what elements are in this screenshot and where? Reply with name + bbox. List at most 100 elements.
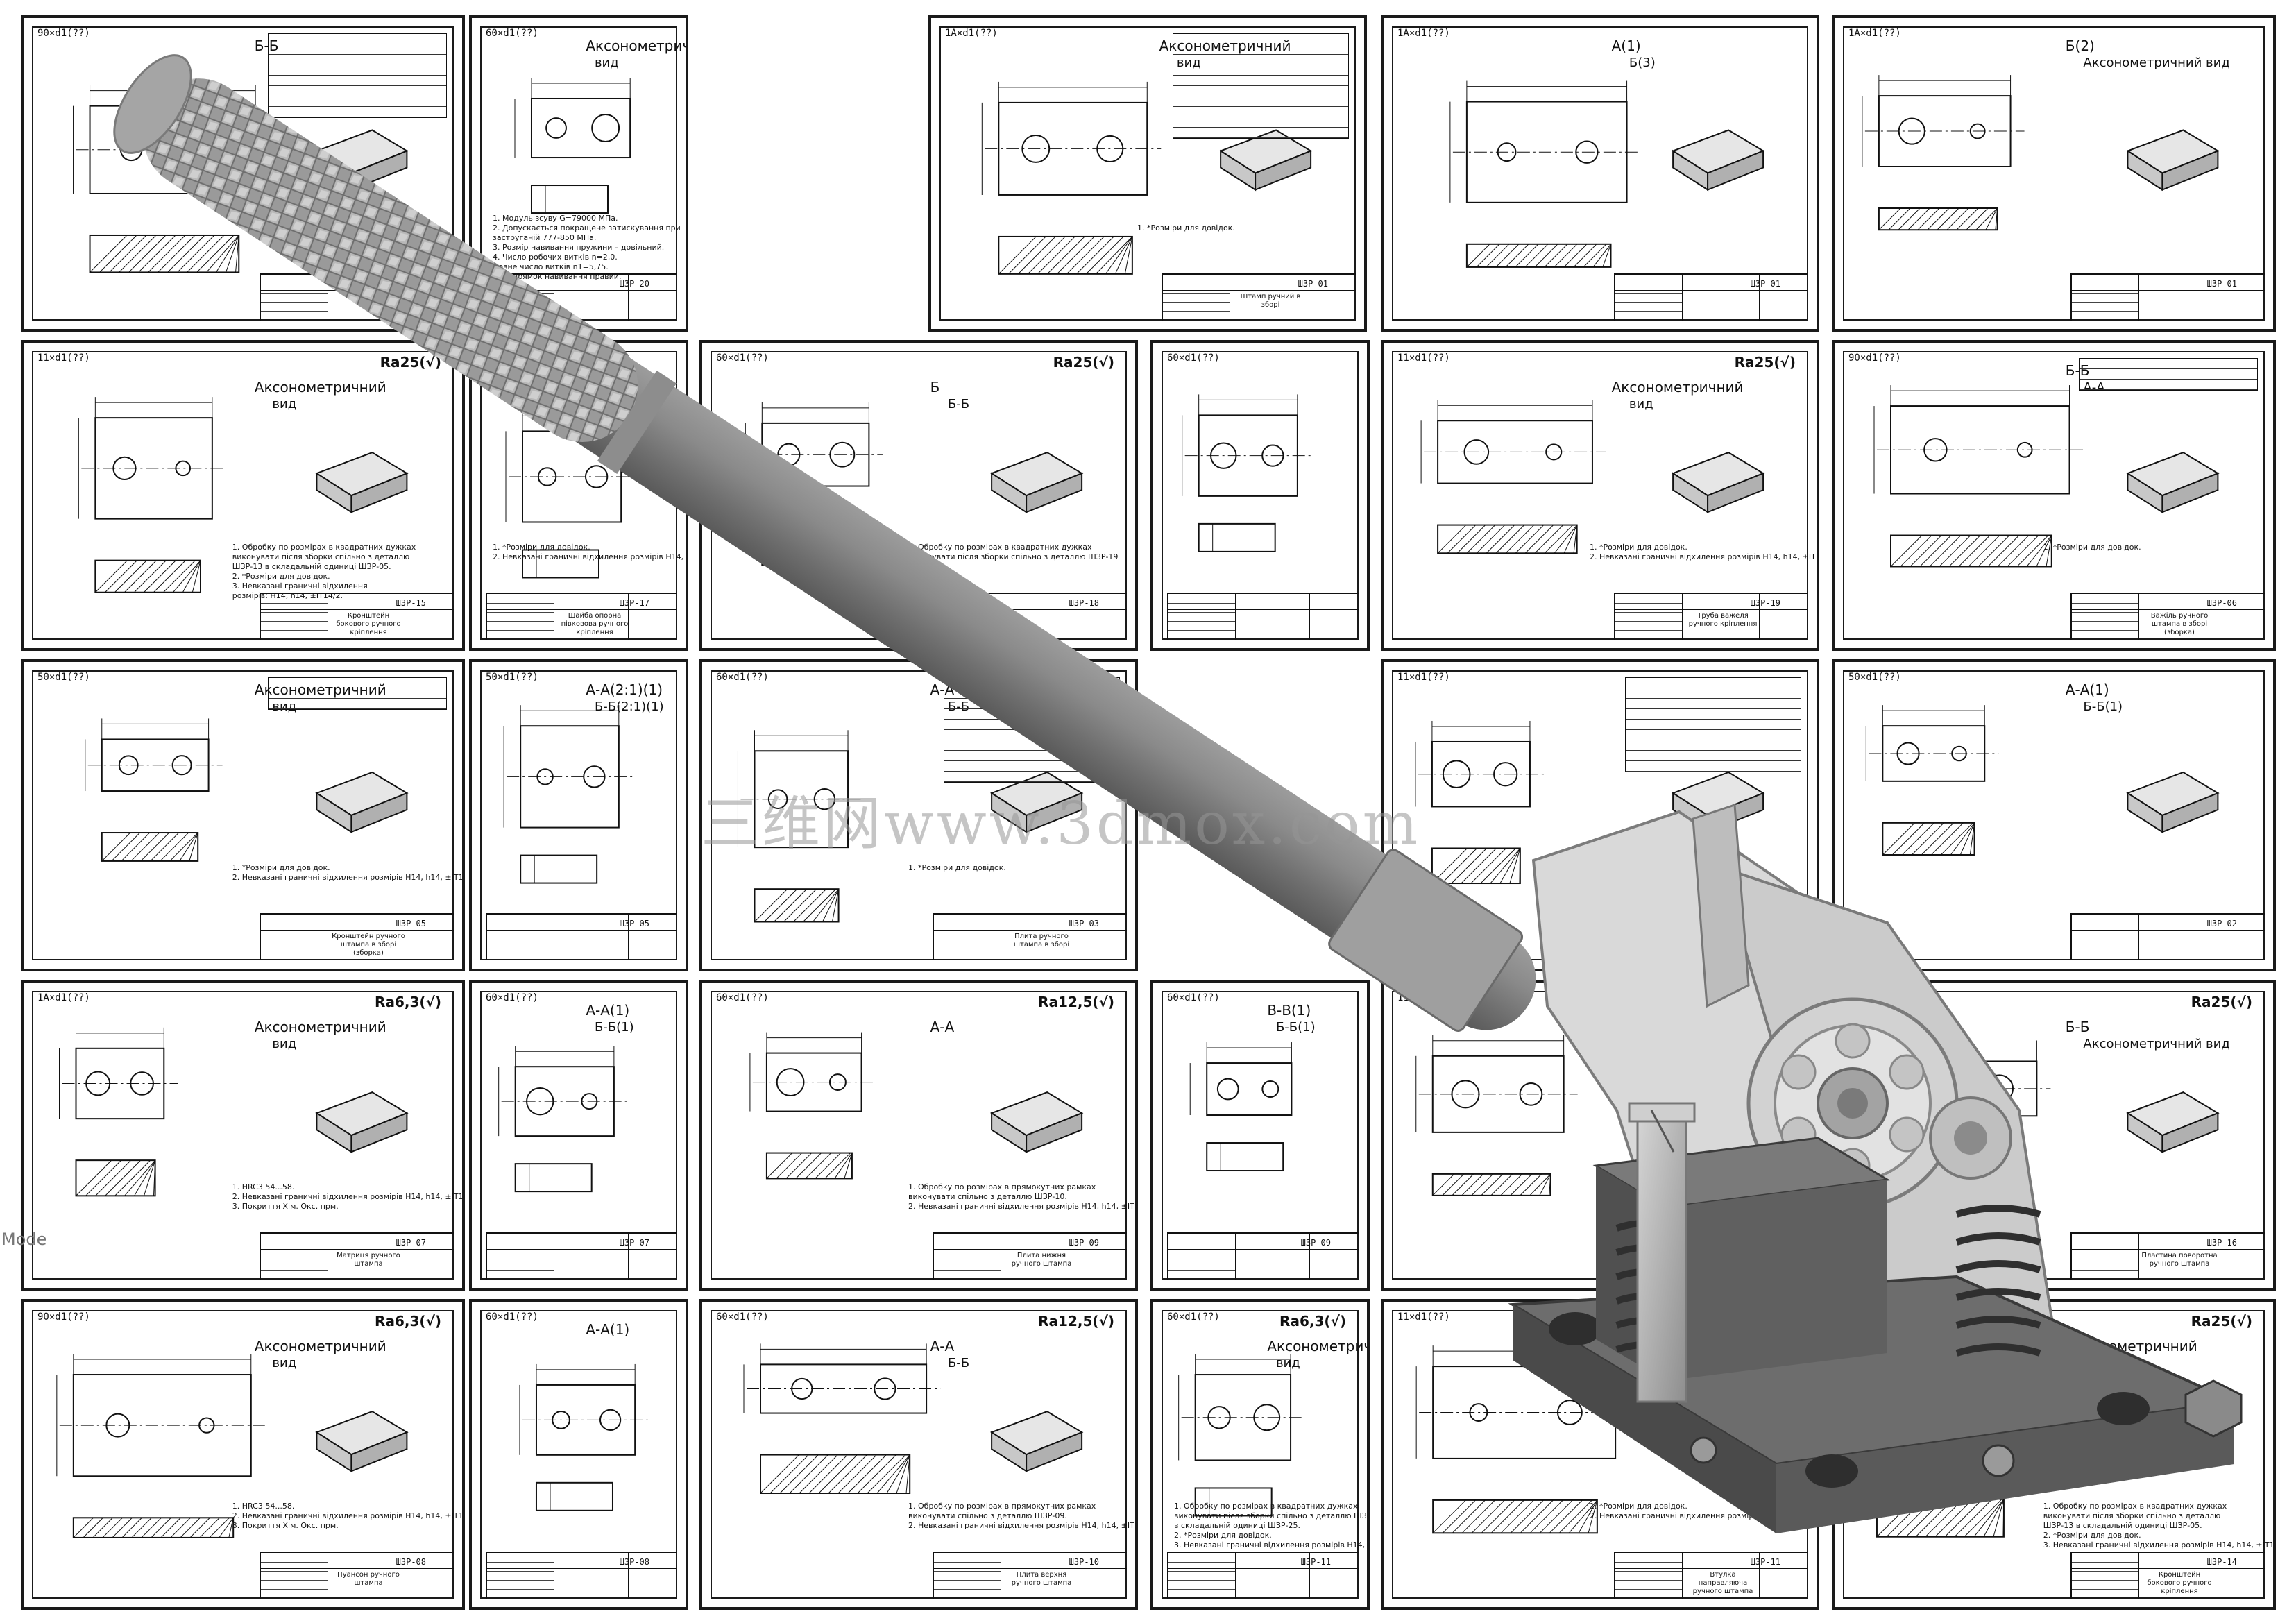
sheet-drawing	[1873, 385, 2220, 568]
sheet-format-stamp: 60×d1(??)	[716, 672, 769, 683]
drawing-code: ШЗР-03	[1069, 919, 1099, 928]
drawing-code: ШЗР-02	[2206, 919, 2237, 928]
title-block: ШЗР-01	[2070, 273, 2265, 321]
surface-roughness-mark: Ra12,5(√)	[1038, 994, 1114, 1010]
view-title: Аксонометричний	[254, 681, 386, 698]
surface-roughness-mark: Ra6,3(√)	[375, 1313, 441, 1329]
technical-note: 1. Обробку по розмірах в квадратних дужк…	[908, 543, 1092, 552]
view-title: Аксонометричний	[586, 37, 686, 54]
sheet-frame	[1392, 26, 1808, 321]
drawing-code: ШЗР-18	[1069, 598, 1099, 608]
sheet-drawing	[1178, 1354, 1305, 1517]
view-title: Б-Б	[254, 37, 279, 54]
spec-row	[1173, 34, 1349, 44]
spec-row	[1625, 730, 1801, 740]
technical-note: 1. *Розміри для довідок.	[1590, 543, 1687, 552]
sheet-format-stamp: 60×d1(??)	[1167, 992, 1220, 1003]
sheet-frame	[32, 351, 454, 640]
title-block: ШЗР-09	[1167, 1232, 1359, 1280]
sheet-drawing	[737, 730, 1084, 923]
sheet-format-stamp: 60×d1(??)	[1167, 1311, 1220, 1323]
sheet-drawing	[1182, 394, 1311, 552]
drawing-sheet-s13: 50×d1(??)А-А(2:1)(1)Б-Б(2:1)(1)ШЗР-05	[469, 659, 688, 971]
view-title: Аксонометричний	[254, 1019, 386, 1035]
view-subtitle: вид	[1275, 1356, 1300, 1370]
technical-note: 3. Покриття Хім. Окс. прм.	[232, 1521, 339, 1530]
drawing-code: ШЗР-01	[2206, 279, 2237, 289]
sheet-drawing	[56, 1354, 409, 1538]
technical-note: 1. Модуль зсуву G=79000 МПа.	[493, 214, 618, 223]
spec-row	[1625, 678, 1801, 688]
sheet-format-stamp: 50×d1(??)	[37, 672, 90, 683]
technical-note: 2. *Розміри для довідок.	[232, 572, 330, 581]
sheet-format-stamp: 1А×d1(??)	[37, 992, 90, 1003]
spec-row	[1625, 751, 1801, 761]
technical-note: 3. Покриття Хім. Окс. прм.	[232, 1202, 339, 1211]
surface-roughness-mark: Ra25(√)	[380, 354, 441, 371]
sheet-format-stamp: 1А×d1(??)	[945, 28, 998, 39]
technical-note: 2. Невказані граничні відхилення розмірі…	[232, 873, 465, 882]
sheet-frame	[32, 670, 454, 960]
spec-row	[944, 751, 1120, 761]
stamp-base	[1508, 1102, 2243, 1533]
technical-note: 2. *Розміри для довідок.	[2043, 1531, 2141, 1540]
drawing-code: ШЗР-16	[2206, 1238, 2237, 1248]
spec-row	[269, 96, 446, 107]
sheet-frame	[711, 1310, 1127, 1599]
sheet-frame	[1392, 351, 1808, 640]
part-name: Плита ручного штампа в зборі	[1013, 933, 1070, 949]
technical-note: 1. Обробку по розмірах в прямокутних рам…	[908, 1182, 1096, 1191]
sheet-format-stamp: 1А×d1(??)	[1848, 28, 1901, 39]
view-title: А-А(2:1)(1)	[586, 681, 663, 698]
view-subtitle: Б-Б	[947, 699, 970, 714]
technical-note: 3. Невказані граничні відхилення розмірі…	[1174, 1540, 1367, 1549]
spec-row	[269, 678, 446, 688]
spec-row	[1173, 117, 1349, 128]
sheet-format-stamp: 60×d1(??)	[1167, 352, 1220, 364]
drawing-code: ШЗР-01	[1750, 279, 1780, 289]
part-name: Матриця ручного штампа	[337, 1252, 400, 1268]
spec-row	[269, 34, 446, 44]
drawing-sheet-s09: 60×d1(??)	[1150, 340, 1370, 651]
view-title: А-А(1)	[586, 1002, 630, 1019]
spec-row	[1625, 720, 1801, 730]
sheet-drawing	[1449, 80, 1765, 268]
technical-note: виконувати спільно з деталлю ШЗР-10.	[908, 1192, 1067, 1201]
sheet-drawing	[498, 1046, 628, 1193]
spec-row	[269, 55, 446, 65]
view-subtitle: вид	[272, 397, 297, 411]
spec-row	[269, 65, 446, 76]
view-title: А-А	[930, 1019, 955, 1035]
spec-row	[1173, 128, 1349, 138]
sheet-frame	[711, 670, 1127, 960]
spec-row	[269, 107, 446, 117]
part-name: Пуансон ручного штампа	[337, 1571, 400, 1587]
sheet-format-stamp: 11×d1(??)	[1397, 1311, 1450, 1323]
view-subtitle: Б-Б	[947, 397, 970, 411]
part-name: Штамп ручний в зборі	[1240, 293, 1301, 309]
drawing-code: ШЗР-07	[396, 1238, 426, 1248]
technical-note: 1. Обробку по розмірах в квадратних дужк…	[1174, 1502, 1358, 1511]
view-title: А(1)	[1611, 37, 1641, 54]
view-title: Б-Б	[2065, 1019, 2090, 1035]
view-title: Аксонометричний	[254, 379, 386, 396]
view-subtitle: Б-Б	[947, 1356, 970, 1370]
spec-row	[2080, 380, 2257, 390]
sheet-drawing	[1420, 400, 1765, 554]
technical-note: виконувати після зборки спільно з деталл…	[2043, 1511, 2221, 1520]
sheet-format-stamp: 60×d1(??)	[486, 1311, 538, 1323]
view-title: Аксонометричний	[254, 1338, 386, 1354]
sheet-format-stamp: 90×d1(??)	[1848, 352, 1901, 364]
drawing-sheet-s18: 60×d1(??)А-А(1)Б-Б(1)ШЗР-07	[469, 980, 688, 1291]
sheet-format-stamp: 90×d1(??)	[37, 1311, 90, 1323]
